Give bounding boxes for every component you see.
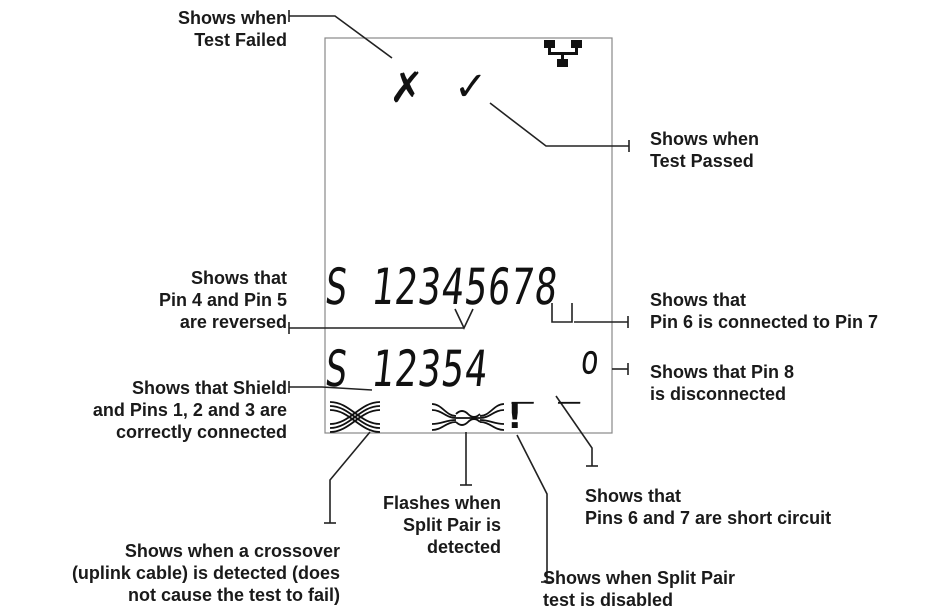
- split-pair-icon: [431, 403, 505, 431]
- label-pin6-connected-pin7: Shows that Pin 6 is connected to Pin 7: [650, 290, 879, 332]
- split-pair-disabled-mark: !: [507, 397, 523, 437]
- label-test-failed: Shows when Test Failed: [177, 8, 287, 50]
- label-test-passed: Shows when Test Passed: [650, 129, 760, 171]
- shield-leader-line: [289, 386, 373, 391]
- label-split-pair-detected: Flashes when Split Pair is detected: [382, 493, 501, 557]
- label-crossover: Shows when a crossover (uplink cable) is…: [71, 541, 340, 605]
- top-pin-row: S 12345678: [322, 257, 562, 316]
- crossover-cable-icon: [329, 401, 381, 433]
- label-shield-connected: Shows that Shield and Pins 1, 2 and 3 ar…: [92, 378, 287, 442]
- bottom-pin-row: S 12354: [322, 339, 492, 398]
- fail-mark: ✗: [389, 63, 425, 112]
- reversed-bracket: [454, 308, 474, 330]
- label-short-circuit: Shows that Pins 6 and 7 are short circui…: [585, 486, 832, 528]
- pass-mark: ✓: [454, 64, 488, 110]
- pin6-pin7-link: [551, 303, 573, 323]
- splitdisabled-leader-line: [516, 434, 548, 582]
- short-circuit-dashes: _ _: [511, 345, 588, 404]
- label-pins-reversed: Shows that Pin 4 and Pin 5 are reversed: [158, 268, 287, 332]
- label-pin8-disconnected: Shows that Pin 8 is disconnected: [650, 362, 795, 404]
- crossover-leader-line: [329, 431, 371, 523]
- passed-leader-line: [489, 102, 629, 147]
- lcd-screen-outline: [324, 37, 613, 434]
- label-split-pair-disabled: Shows when Split Pair test is disabled: [543, 568, 736, 610]
- network-icon: [544, 40, 582, 67]
- failed-leader-line: [289, 15, 393, 59]
- short67-leader-line: [555, 395, 593, 466]
